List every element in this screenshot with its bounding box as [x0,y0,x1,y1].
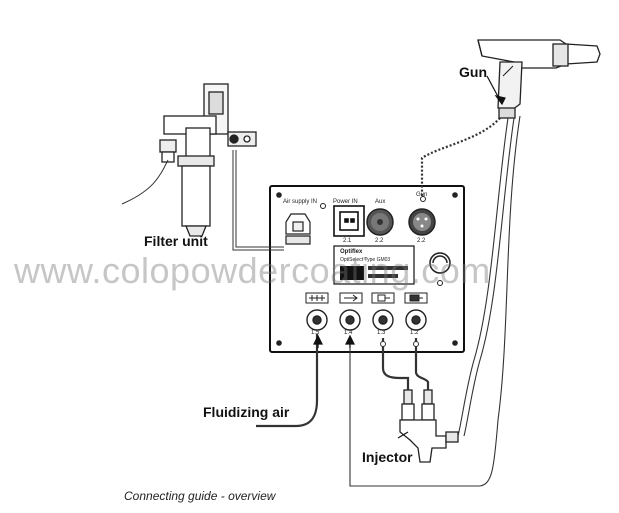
air-supply-connector [285,213,311,245]
aux-connector [366,208,394,236]
controller-display [333,245,415,285]
gun-label: Gun [459,64,487,80]
port-symbols [305,292,428,304]
control-panel [269,185,465,353]
fluidizing-air-label: Fluidizing air [203,404,290,420]
display-line2: OptiSelect Type GM03 [340,257,391,263]
spray-gun [477,39,601,119]
gun-port-label: Gun [416,192,428,198]
filter-unit [159,83,257,237]
gun-connector [408,208,436,236]
port-1-5-label: 1.5 [311,330,320,336]
air-supply-in-label: Air supply IN [283,199,318,205]
port-1-3-label: 1.3 [377,330,386,336]
power-in-label: Power IN [333,199,358,205]
power-in-connector [333,205,365,237]
port-2-1-label: 2.1 [343,238,352,244]
output-ports [306,309,427,331]
port-1-4-label: 1.4 [344,330,353,336]
connection-hoses [121,115,521,487]
adjustment-knob [429,252,451,286]
port-1-2-label: 1.2 [410,330,419,336]
display-line1: Optiflex [340,249,363,255]
aux-label: Aux [375,199,386,205]
leader-lines [313,75,506,439]
port-2-2-gun-label: 2.2 [417,238,426,244]
caption: Connecting guide - overview [124,489,276,503]
filter-unit-label: Filter unit [144,233,208,249]
watermark: www.colopowdercoating.com [14,250,491,291]
port-2-2-aux-label: 2.2 [375,238,384,244]
injector-label: Injector [362,449,413,465]
